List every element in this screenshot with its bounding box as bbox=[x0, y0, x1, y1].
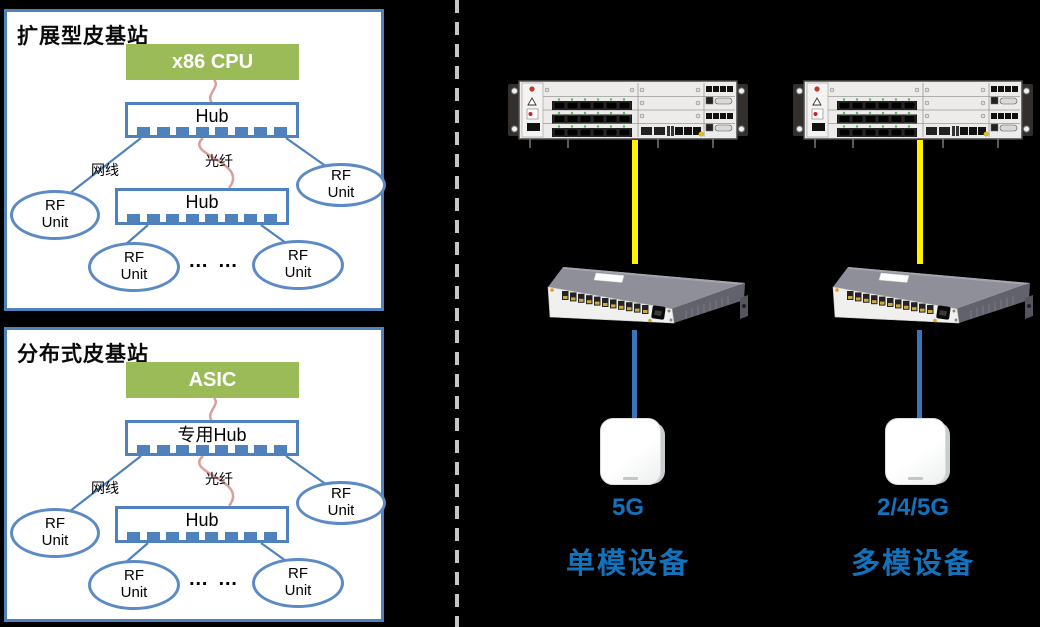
hardware-column-multi-mode: 2/4/5G 多模设备 bbox=[793, 0, 1033, 627]
tech-label: 2/4/5G bbox=[876, 494, 950, 521]
rf-unit-ellipse: RF Unit bbox=[10, 508, 100, 558]
hub-box-bottom: Hub bbox=[115, 506, 289, 543]
panel-title: 扩展型皮基站 bbox=[17, 25, 149, 48]
processor-box: ASIC bbox=[126, 362, 299, 398]
hub-ports bbox=[137, 127, 287, 135]
ethernet-cable-blue bbox=[917, 330, 922, 422]
ethernet-cable-label: 网线 bbox=[91, 162, 119, 178]
tech-label: 5G bbox=[611, 494, 644, 521]
access-point-image bbox=[885, 418, 951, 488]
ellipsis-dots: … … bbox=[188, 250, 240, 272]
ellipsis-dots: … … bbox=[188, 568, 240, 590]
fiber-cable-yellow bbox=[917, 140, 923, 264]
device-type-label: 多模设备 bbox=[850, 548, 975, 580]
bbu-chassis-image bbox=[793, 80, 1033, 148]
processor-box: x86 CPU bbox=[126, 44, 299, 80]
fiber-cable-yellow bbox=[632, 140, 638, 264]
panel-extended-pico: 扩展型皮基站 x86 CPU Hub 网线 光纤 RF Unit RF Unit… bbox=[4, 9, 386, 311]
rf-unit-ellipse: RF Unit bbox=[296, 481, 386, 525]
rf-unit-ellipse: RF Unit bbox=[296, 163, 386, 207]
hub-ports bbox=[137, 445, 287, 453]
hub-label: Hub bbox=[185, 192, 219, 212]
hub-ports bbox=[127, 214, 277, 222]
rhub-switch-image bbox=[832, 267, 1033, 324]
panel-title: 分布式皮基站 bbox=[17, 343, 149, 366]
rf-unit-ellipse: RF Unit bbox=[10, 190, 100, 240]
rhub-switch-image bbox=[547, 267, 748, 324]
access-point-image bbox=[600, 418, 666, 488]
ap-logo-mark bbox=[623, 477, 638, 480]
bbu-chassis-image bbox=[508, 80, 748, 148]
hub-label: Hub bbox=[195, 105, 229, 126]
panel-distributed-pico: 分布式皮基站 ASIC 专用Hub 网线 光纤 RF Unit RF Unit … bbox=[4, 327, 386, 622]
section-divider bbox=[455, 0, 459, 627]
rf-unit-ellipse: RF Unit bbox=[252, 558, 344, 608]
rf-unit-ellipse: RF Unit bbox=[88, 242, 180, 292]
device-type-label: 单模设备 bbox=[565, 548, 690, 580]
ethernet-cable-label: 网线 bbox=[91, 480, 119, 496]
ap-logo-mark bbox=[908, 477, 923, 480]
hub-box-top: Hub bbox=[125, 102, 299, 138]
hub-ports bbox=[127, 532, 277, 540]
rf-unit-ellipse: RF Unit bbox=[88, 560, 180, 610]
hub-label: 专用Hub bbox=[177, 425, 247, 445]
hub-box-bottom: Hub bbox=[115, 188, 289, 225]
hardware-column-single-mode: 5G 单模设备 bbox=[508, 0, 748, 627]
fiber-cable-label: 光纤 bbox=[205, 153, 233, 169]
ethernet-cable-blue bbox=[632, 330, 637, 422]
hub-box-top: 专用Hub bbox=[125, 420, 299, 456]
fiber-cable-label: 光纤 bbox=[205, 471, 233, 487]
hub-label: Hub bbox=[185, 510, 219, 530]
rf-unit-ellipse: RF Unit bbox=[252, 240, 344, 290]
